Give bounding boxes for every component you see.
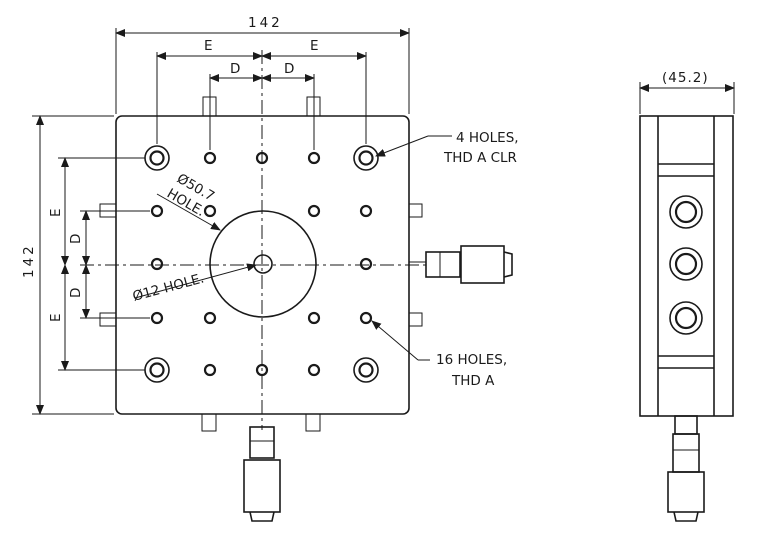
bottom-tab-left: [201, 413, 217, 432]
grid-holes-leader: [371, 320, 419, 361]
dim-e-left-lower: E: [48, 313, 64, 322]
side-body: [639, 115, 734, 417]
corner-holes-leader: [375, 135, 429, 157]
bore-leader: [156, 193, 221, 231]
grid-holes-label-1: 16 HOLES,: [436, 352, 507, 368]
dim-e-top-left: E: [204, 38, 213, 54]
side-view: (45.2): [639, 70, 735, 522]
dim-d-top-right: D: [284, 61, 294, 77]
corner-holes-label-1: 4 HOLES,: [456, 130, 519, 146]
center-hole-label: Ø12 HOLE.: [131, 270, 206, 304]
right-micrometer: [409, 245, 513, 284]
center-hole-leader: [134, 263, 257, 299]
front-view: 142 E E D D 142 E E D D Ø50.7 HOLE.: [21, 15, 519, 522]
dim-d-left-lower: D: [68, 288, 84, 298]
dim-d-top-left: D: [230, 61, 240, 77]
dim-side-width: (45.2): [662, 70, 709, 86]
corner-holes: [144, 145, 379, 383]
bottom-micrometer: [243, 426, 281, 522]
dim-e-left-upper: E: [48, 208, 64, 217]
dim-d-left-upper: D: [68, 234, 84, 244]
side-micrometer: [667, 415, 705, 522]
corner-holes-label-2: THD A CLR: [443, 150, 517, 166]
side-ports: [669, 195, 703, 335]
center-bore: [209, 210, 317, 318]
dim-142-left: 142: [21, 243, 37, 278]
dim-142-top: 142: [248, 15, 283, 31]
grid-holes-label-2: THD A: [451, 373, 495, 389]
bottom-tab-right: [305, 413, 321, 432]
threaded-holes: [150, 151, 373, 377]
right-tab-lower: [408, 312, 423, 327]
right-tab-upper: [408, 203, 423, 218]
dim-e-top-right: E: [310, 38, 319, 54]
left-tab-lower: [99, 312, 117, 327]
center-hole: [253, 254, 273, 274]
